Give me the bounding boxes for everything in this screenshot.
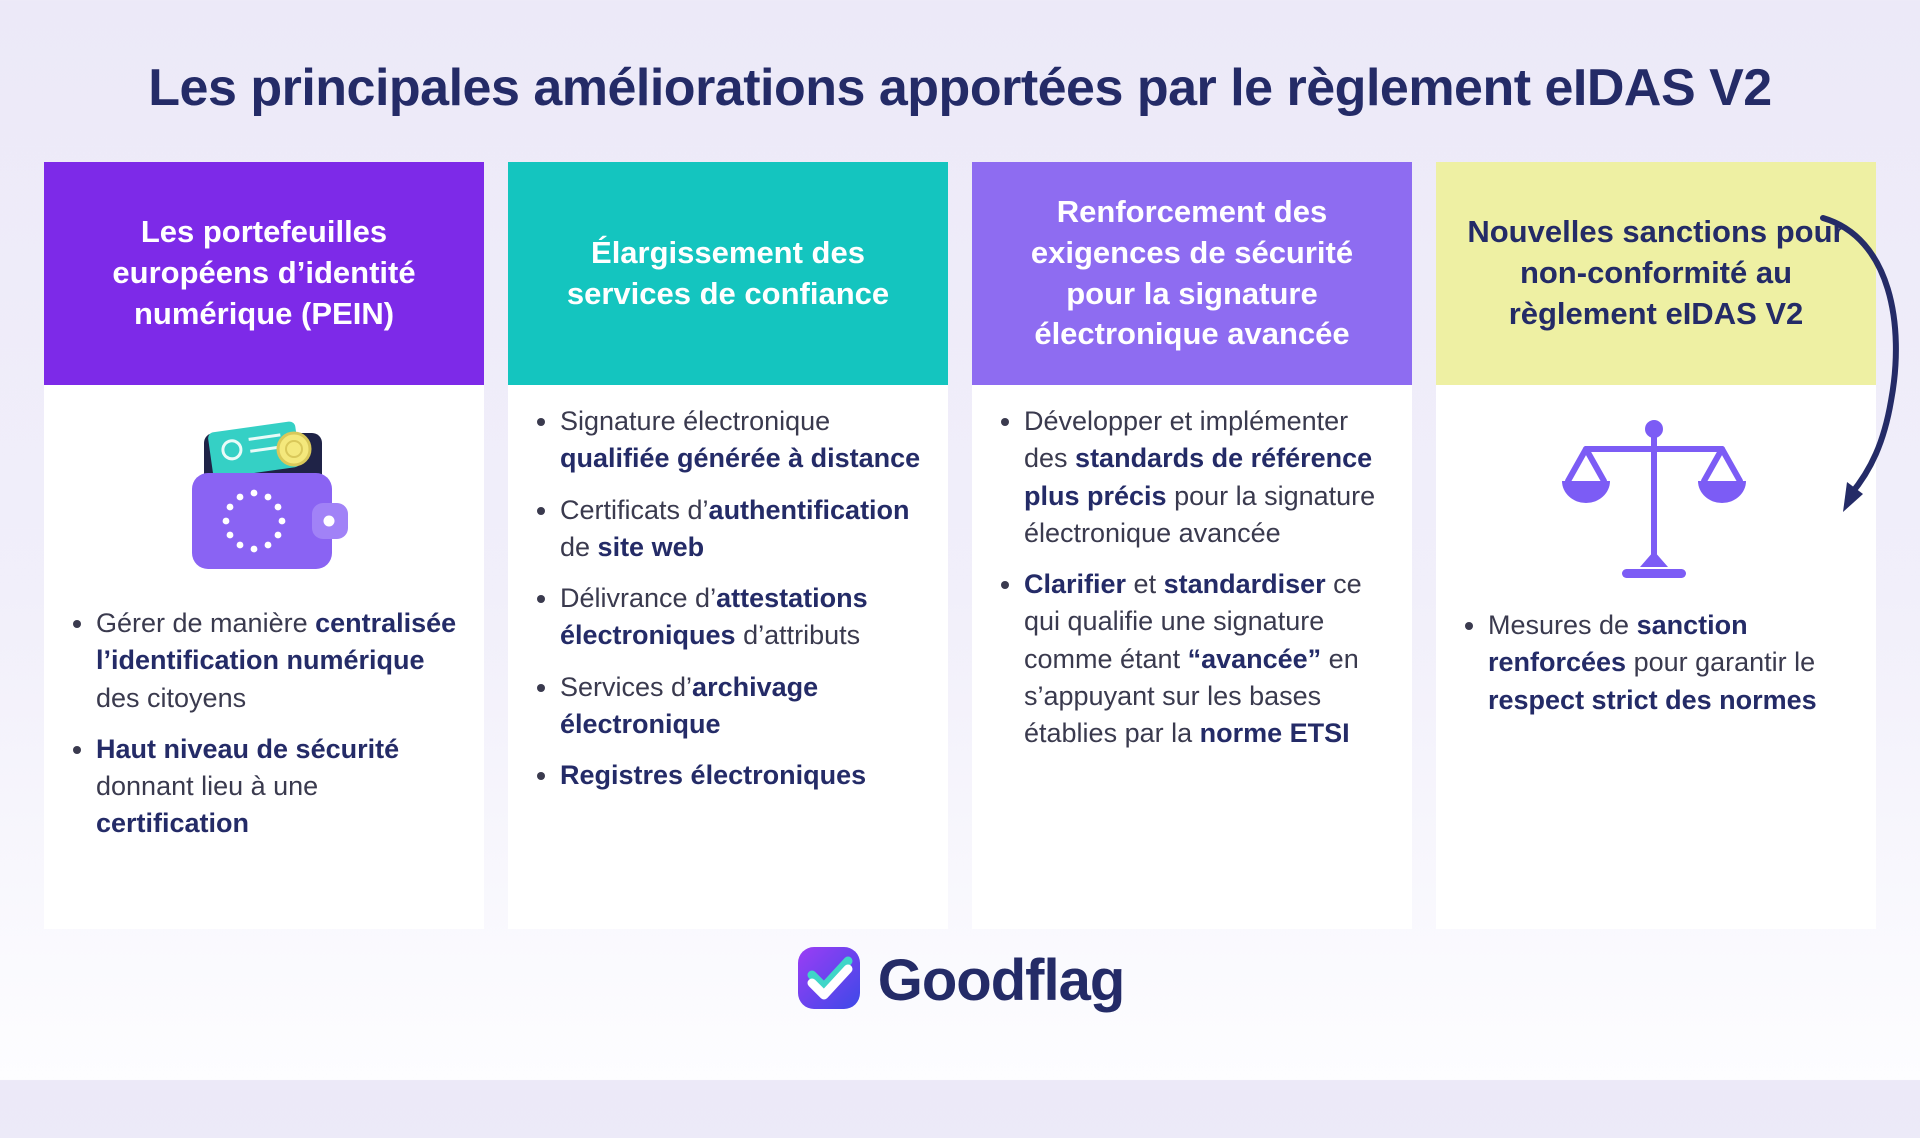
column-services-confiance: Élargissement des services de confiance … <box>508 162 948 929</box>
column-securite-bullets: Développer et implémenter des standards … <box>986 403 1394 752</box>
column-securite-body: Développer et implémenter des standards … <box>972 385 1412 929</box>
bullet-item: Signature électronique qualifiée générée… <box>560 403 930 478</box>
brand-name: Goodflag <box>877 948 1126 1013</box>
bullet-item: Clarifier et standardiser ce qui qualifi… <box>1024 566 1394 752</box>
bullet-item: Délivrance d’attestations électroniques … <box>560 580 930 655</box>
bullet-item: Registres électroniques <box>560 757 930 794</box>
checkmark-logo-icon <box>796 945 862 1016</box>
column-services-bullets: Signature électronique qualifiée générée… <box>522 403 930 794</box>
bullet-item: Certificats d’authentification de site w… <box>560 492 930 567</box>
bullet-item: Gérer de manière centralisée l’identific… <box>96 605 466 717</box>
column-securite-signature: Renforcement des exigences de sécurité p… <box>972 162 1412 929</box>
bullet-item: Développer et implémenter des standards … <box>1024 403 1394 552</box>
column-services-body: Signature électronique qualifiée générée… <box>508 385 948 929</box>
page-title: Les principales améliorations apportées … <box>148 59 1772 117</box>
column-pein: Les portefeuilles européens d’identité n… <box>44 162 484 929</box>
column-securite-header: Renforcement des exigences de sécurité p… <box>972 162 1412 385</box>
bullet-item: Mesures de sanction renforcées pour gara… <box>1488 607 1858 719</box>
column-services-header: Élargissement des services de confiance <box>508 162 948 385</box>
infographic-canvas: Les principales améliorations apportées … <box>0 58 1920 1138</box>
scales-of-justice-icon <box>1450 417 1858 589</box>
bullet-item: Services d’archivage électronique <box>560 669 930 744</box>
column-sanctions-bullets: Mesures de sanction renforcées pour gara… <box>1450 607 1858 719</box>
columns-container: Les portefeuilles européens d’identité n… <box>0 162 1920 929</box>
column-sanctions: Nouvelles sanctions pour non-conformité … <box>1436 162 1876 929</box>
footer: Goodflag <box>0 945 1920 1016</box>
column-pein-body: Gérer de manière centralisée l’identific… <box>44 385 484 929</box>
column-sanctions-header: Nouvelles sanctions pour non-conformité … <box>1436 162 1876 385</box>
column-pein-header: Les portefeuilles européens d’identité n… <box>44 162 484 385</box>
eu-wallet-icon <box>58 417 466 587</box>
column-sanctions-body: Mesures de sanction renforcées pour gara… <box>1436 385 1876 929</box>
column-pein-bullets: Gérer de manière centralisée l’identific… <box>58 605 466 843</box>
bullet-item: Haut niveau de sécurité donnant lieu à u… <box>96 731 466 843</box>
